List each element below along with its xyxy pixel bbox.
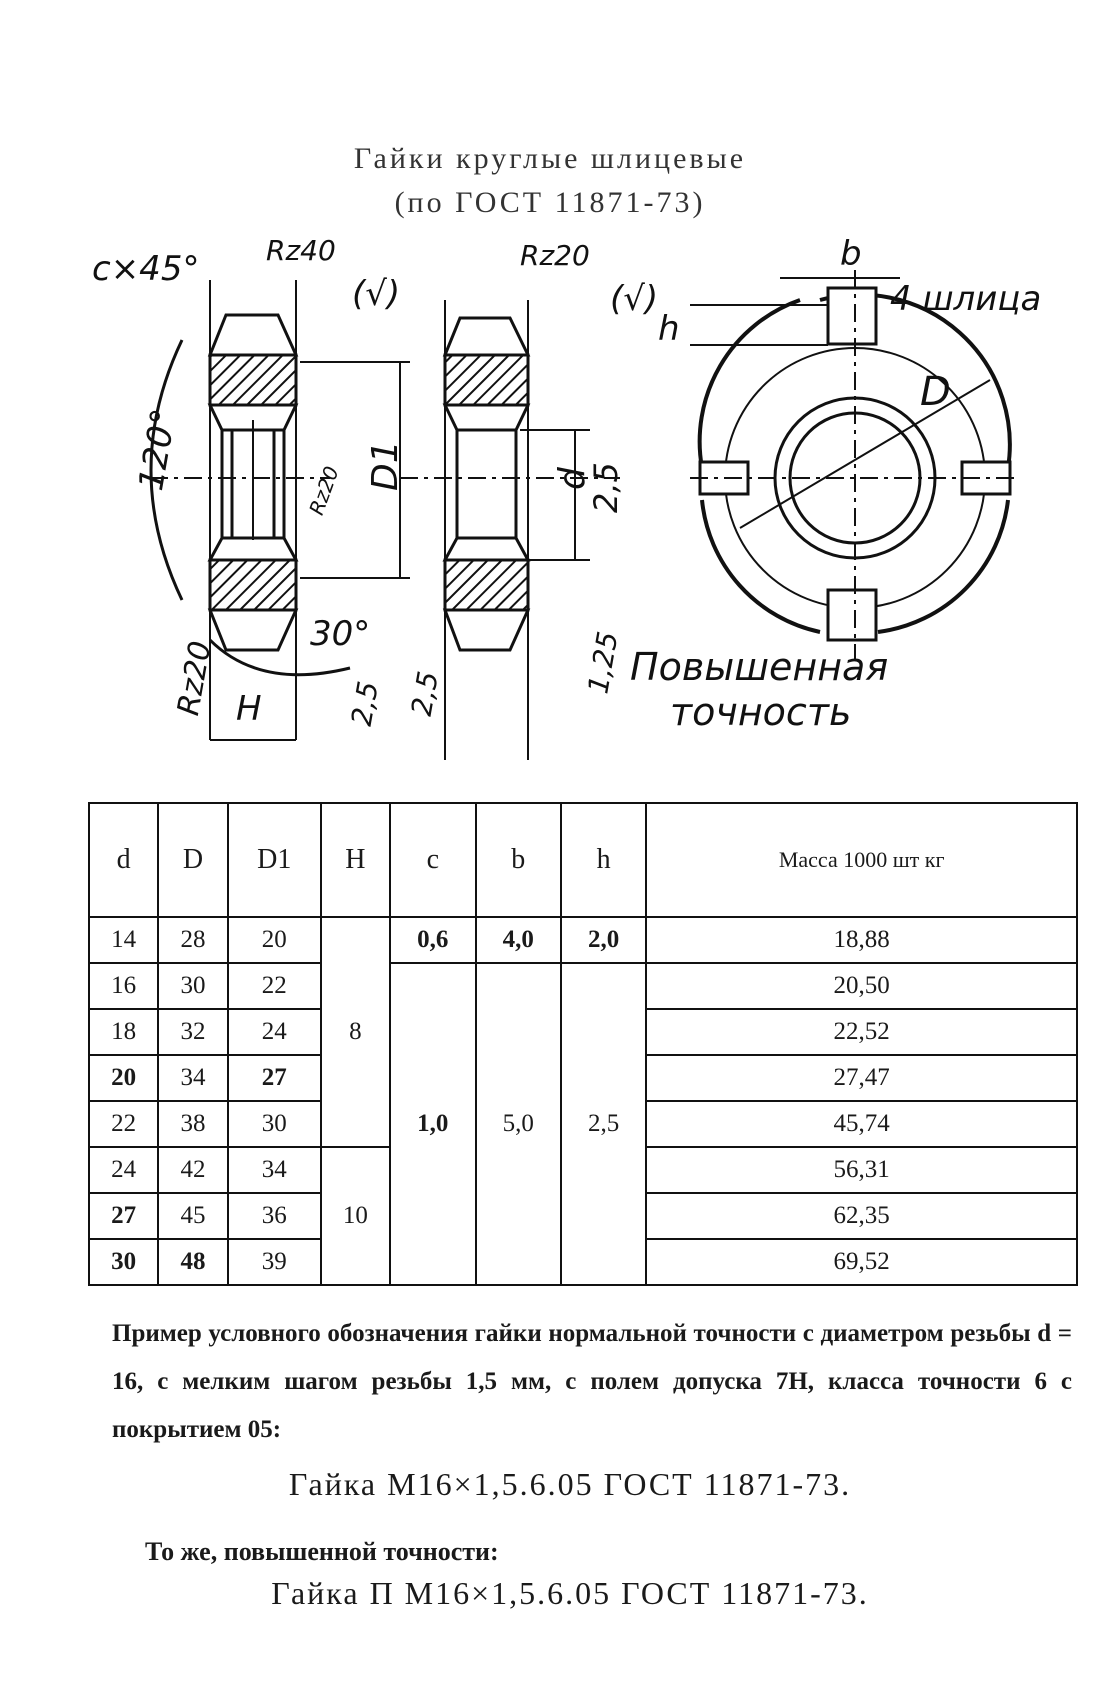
roughness-rz20-top-label: Rz20	[520, 239, 590, 272]
cell-b-first: 4,0	[474, 916, 562, 964]
same-higher-accuracy-text: То же, повышенной точности:	[145, 1537, 499, 1566]
cell-D1: 39	[226, 1238, 322, 1286]
chamfer-label: c×45°	[92, 249, 199, 289]
cell-mass: 27,47	[645, 1054, 1078, 1102]
technical-drawing: c×45° Rz40 (√) Rz20 (√) b 4 шлица h 120°…	[92, 234, 1041, 760]
section-view-left	[149, 280, 410, 741]
cell-D: 38	[157, 1100, 229, 1148]
end-view-right	[690, 270, 1020, 660]
col-header-b: b	[474, 802, 562, 918]
cell-mass: 18,88	[645, 916, 1078, 964]
diameter-D-label: D	[920, 369, 951, 415]
cell-c-first: 0,6	[389, 916, 477, 964]
cell-H-group-2: 10	[319, 1146, 392, 1286]
table-row: 16 30 22 1,0 5,0 2,5 20,50	[87, 962, 1078, 1286]
slot-width-label: b	[840, 234, 862, 274]
col-header-c: c	[389, 802, 477, 918]
slot-depth-label: h	[658, 309, 680, 349]
roughness-2-5-label: 2,5	[587, 462, 625, 513]
cell-h-rest: 2,5	[559, 962, 648, 1286]
roughness-rz20-bottom-label: Rz20	[171, 638, 218, 718]
cell-mass: 69,52	[645, 1238, 1078, 1286]
cell-mass: 22,52	[645, 1008, 1078, 1056]
cell-d: 30	[87, 1238, 160, 1286]
cell-D1: 24	[226, 1008, 322, 1056]
table-row: 24 42 34 10 56,31	[87, 1146, 1078, 1286]
cell-D1: 20	[226, 916, 322, 964]
table-row: 22 38 30 45,74	[87, 1100, 1078, 1148]
roughness-2-5b-label: 2,5	[345, 679, 385, 729]
height-H-label: H	[236, 689, 262, 729]
cell-D1: 30	[226, 1100, 322, 1148]
cell-d: 27	[87, 1192, 160, 1240]
cell-D1: 27	[226, 1054, 322, 1102]
angle-30-label: 30°	[310, 614, 370, 654]
designation-normal: Гайка М16×1,5.6.05 ГОСТ 11871-73.	[288, 1466, 852, 1502]
cell-d: 14	[87, 916, 160, 964]
col-header-mass: Масса 1000 шт кг	[645, 802, 1078, 918]
section-view-middle	[400, 300, 620, 760]
col-header-h: h	[559, 802, 648, 918]
accuracy-label-1: Повышенная	[630, 645, 888, 689]
col-header-D: D	[157, 802, 229, 918]
cell-D: 42	[157, 1146, 229, 1194]
roughness-2-5c-label: 2,5	[405, 669, 445, 719]
cell-b-rest: 5,0	[474, 962, 562, 1286]
roughness-rz20-inner-label: Rz20	[304, 463, 344, 518]
table-header-row: d D D1 H c b h Масса 1000 шт кг	[87, 802, 1078, 918]
cell-c-rest: 1,0	[389, 962, 477, 1286]
cell-h-first: 2,0	[559, 916, 648, 964]
col-header-D1: D1	[226, 802, 322, 918]
designation-higher: Гайка П М16×1,5.6.05 ГОСТ 11871-73.	[271, 1575, 869, 1611]
dimensions-table: d D D1 H c b h Масса 1000 шт кг 14 28 20…	[87, 802, 1078, 1286]
cell-D: 30	[157, 962, 229, 1010]
cell-d: 22	[87, 1100, 160, 1148]
cell-D: 28	[157, 916, 229, 964]
cell-d: 24	[87, 1146, 160, 1194]
cell-D1: 34	[226, 1146, 322, 1194]
cell-D: 45	[157, 1192, 229, 1240]
cell-D: 48	[157, 1238, 229, 1286]
roughness-check-2: (√)	[610, 279, 658, 319]
col-header-d: d	[87, 802, 160, 918]
slots-count-label: 4 шлица	[890, 279, 1041, 319]
cell-D1: 22	[226, 962, 322, 1010]
cell-H-group-1: 8	[319, 916, 392, 1148]
designation-example-text: Пример условного обозначения гайки норма…	[112, 1320, 1072, 1443]
angle-120-label: 120°	[131, 406, 185, 494]
table-row: 18 32 24 22,52	[87, 1008, 1078, 1056]
cell-D: 34	[157, 1054, 229, 1102]
thread-diameter-label: d	[552, 466, 593, 490]
diameter-D1-label: D1	[365, 440, 406, 491]
cell-mass: 20,50	[645, 962, 1078, 1010]
roughness-rz40-label: Rz40	[266, 234, 336, 267]
cell-d: 16	[87, 962, 160, 1010]
table-row: 27 45 36 62,35	[87, 1192, 1078, 1240]
cell-mass: 45,74	[645, 1100, 1078, 1148]
document-standard: (по ГОСТ 11871-73)	[394, 186, 706, 219]
roughness-check-1: (√)	[352, 274, 400, 314]
table-row: 14 28 20 8 0,6 4,0 2,0 18,88	[87, 916, 1078, 1148]
cell-D: 32	[157, 1008, 229, 1056]
cell-d: 18	[87, 1008, 160, 1056]
accuracy-label-2: точность	[670, 690, 851, 734]
cell-d: 20	[87, 1054, 160, 1102]
table-row: 20 34 27 27,47	[87, 1054, 1078, 1102]
col-header-H: H	[319, 802, 392, 918]
cell-mass: 62,35	[645, 1192, 1078, 1240]
cell-mass: 56,31	[645, 1146, 1078, 1194]
document-title: Гайки круглые шлицевые	[353, 142, 747, 175]
table-row: 30 48 39 69,52	[87, 1238, 1078, 1286]
cell-D1: 36	[226, 1192, 322, 1240]
roughness-1-25-label: 1,25	[581, 629, 624, 696]
